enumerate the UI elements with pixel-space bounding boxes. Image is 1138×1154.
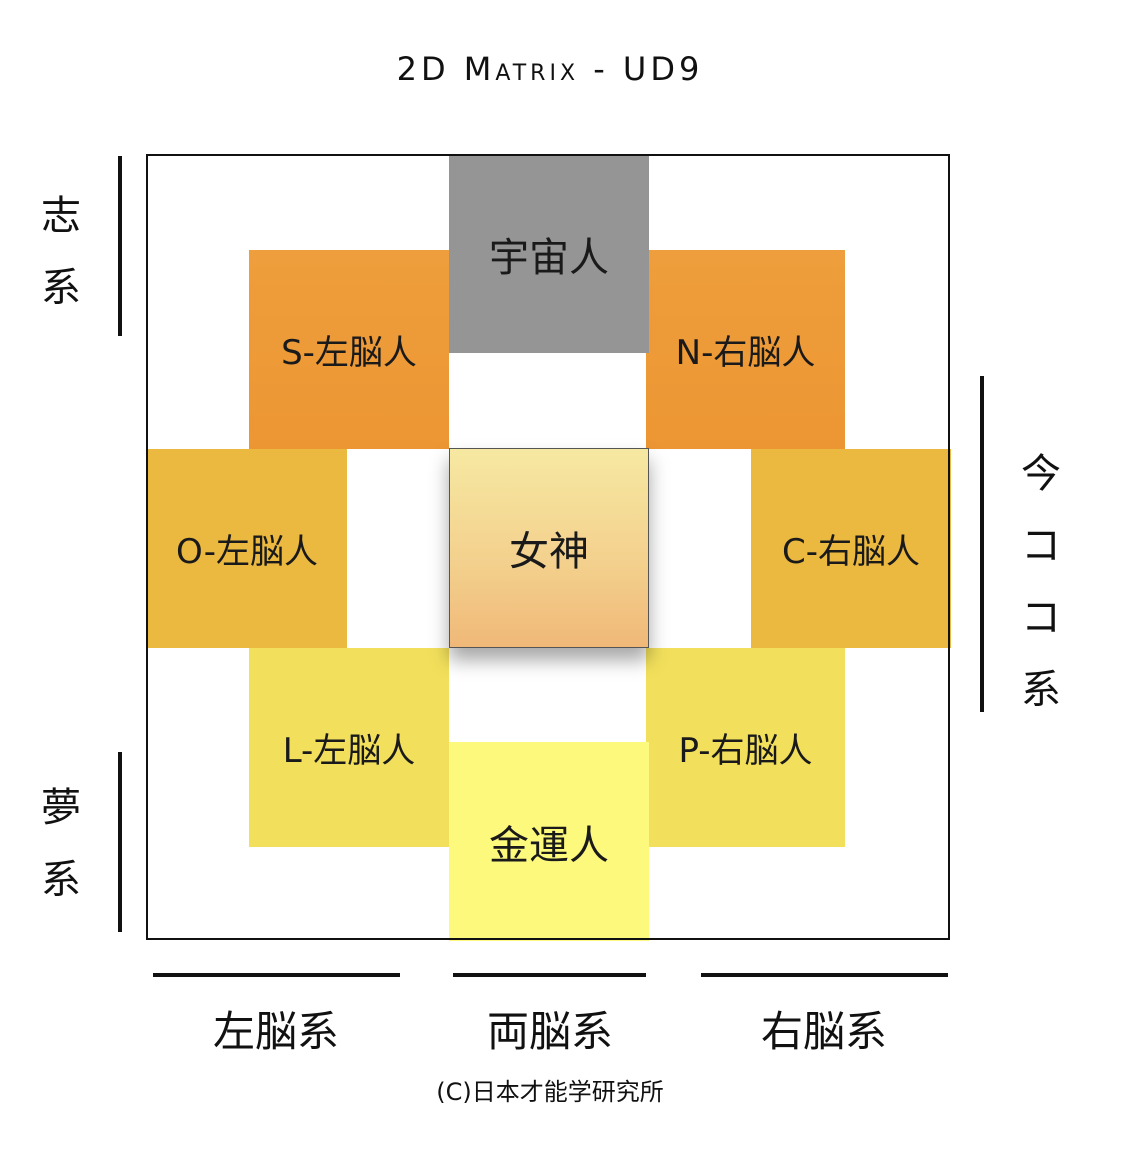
copyright-text: (C)日本才能学研究所 bbox=[436, 1078, 664, 1106]
shikei-label: 志 系 bbox=[31, 180, 91, 324]
cell-kinunjin: 金運人 bbox=[449, 742, 649, 941]
cell-s-left-brain: S-左脳人 bbox=[249, 250, 449, 449]
mukei-label: 夢 系 bbox=[31, 772, 91, 916]
shikei-char-2: 系 bbox=[41, 265, 81, 311]
shikei-char-1: 志 bbox=[41, 193, 81, 239]
left-brain-bar bbox=[153, 973, 400, 977]
cell-l-left-brain: L-左脳人 bbox=[249, 648, 449, 847]
cell-uchujin-label: 宇宙人 bbox=[489, 234, 609, 281]
right-brain-label: 右脳系 bbox=[760, 1007, 887, 1056]
cell-p-right-brain: P-右脳人 bbox=[646, 648, 845, 847]
cell-megami: 女神 bbox=[449, 448, 649, 648]
mukei-char-2: 系 bbox=[41, 857, 81, 903]
cell-o-left-brain-label: O-左脳人 bbox=[176, 532, 318, 572]
cell-uchujin: 宇宙人 bbox=[449, 154, 649, 353]
imakokokei-bar bbox=[980, 376, 984, 712]
imakokokei-label: 今 コ コ 系 bbox=[996, 438, 1086, 726]
imakokokei-char-3: 系 bbox=[1021, 667, 1061, 713]
shikei-bar bbox=[118, 156, 122, 336]
cell-n-right-brain-label: N-右脳人 bbox=[675, 333, 816, 373]
mukei-char-1: 夢 bbox=[41, 785, 81, 831]
cell-c-right-brain-label: C-右脳人 bbox=[781, 532, 920, 572]
matrix-frame bbox=[146, 154, 950, 940]
left-brain-label: 左脳系 bbox=[212, 1007, 339, 1056]
cell-s-left-brain-label: S-左脳人 bbox=[281, 333, 417, 373]
mukei-bar bbox=[118, 752, 122, 932]
both-brain-label: 両脳系 bbox=[486, 1007, 613, 1056]
cell-o-left-brain: O-左脳人 bbox=[147, 449, 347, 648]
diagram-title: 2D Matrix - UD9 bbox=[396, 50, 704, 88]
cell-megami-label: 女神 bbox=[509, 529, 589, 575]
cell-n-right-brain: N-右脳人 bbox=[646, 250, 845, 449]
cell-c-right-brain: C-右脳人 bbox=[751, 449, 951, 648]
imakokokei-char-1: 今 bbox=[1021, 451, 1061, 497]
right-brain-bar bbox=[701, 973, 948, 977]
cell-l-left-brain-label: L-左脳人 bbox=[282, 731, 416, 771]
imakokokei-char-2: コ コ bbox=[1021, 523, 1061, 641]
cell-kinunjin-label: 金運人 bbox=[489, 822, 609, 869]
both-brain-bar bbox=[453, 973, 646, 977]
cell-p-right-brain-label: P-右脳人 bbox=[678, 731, 813, 771]
